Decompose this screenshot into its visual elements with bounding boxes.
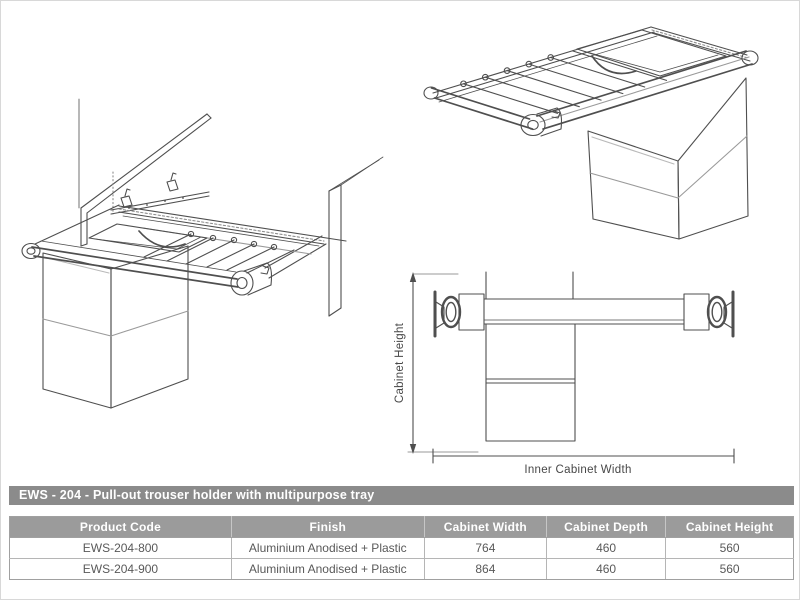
header-row: Product Code Finish Cabinet Width Cabine… — [9, 516, 794, 538]
rack-frame — [423, 26, 759, 137]
trouser-bars — [460, 50, 668, 114]
spec-table: Product Code Finish Cabinet Width Cabine… — [9, 516, 794, 580]
cell-cabinet-width: 864 — [423, 558, 548, 580]
column-header-cabinet-width: Cabinet Width — [423, 516, 548, 538]
cell-product-code: EWS-204-900 — [9, 558, 232, 580]
width-dimension: Inner Cabinet Width — [432, 448, 735, 476]
cell-cabinet-width: 764 — [423, 537, 548, 559]
cell-finish: Aluminium Anodised + Plastic — [230, 558, 425, 580]
product-title-text: EWS - 204 - Pull-out trouser holder with… — [19, 488, 375, 502]
height-dimension: Cabinet Height — [394, 272, 479, 454]
left-bracket — [433, 290, 485, 338]
cell-product-code: EWS-204-800 — [9, 537, 232, 559]
cross-tube — [483, 271, 685, 325]
inner-cabinet-width-label: Inner Cabinet Width — [524, 464, 631, 476]
rack-frame — [21, 204, 347, 296]
table-row: EWS-204-800 Aluminium Anodised + Plastic… — [9, 537, 794, 559]
table-row: EWS-204-900 Aluminium Anodised + Plastic… — [9, 558, 794, 580]
column-header-finish: Finish — [230, 516, 425, 538]
cell-finish: Aluminium Anodised + Plastic — [230, 537, 425, 559]
multipurpose-tray — [88, 223, 208, 253]
hanging-bag — [42, 245, 189, 409]
cell-cabinet-depth: 460 — [546, 558, 667, 580]
front-view-diagram: Cabinet Height — [394, 271, 735, 476]
cabinet-height-label: Cabinet Height — [394, 322, 406, 403]
cabinet-outline — [78, 98, 384, 317]
column-header-cabinet-height: Cabinet Height — [665, 516, 794, 538]
unit-view-drawing — [423, 26, 759, 240]
cell-cabinet-depth: 460 — [546, 537, 667, 559]
product-title-bar: EWS - 204 - Pull-out trouser holder with… — [9, 486, 794, 505]
column-header-product-code: Product Code — [9, 516, 232, 538]
mounting-rail — [110, 172, 210, 215]
right-bracket — [683, 290, 735, 338]
hanging-bag-front — [485, 323, 576, 442]
installed-view-drawing — [21, 98, 384, 409]
column-header-cabinet-depth: Cabinet Depth — [546, 516, 667, 538]
hanging-bag — [587, 77, 749, 240]
multipurpose-tray — [576, 29, 727, 77]
cell-cabinet-height: 560 — [665, 558, 794, 580]
cell-cabinet-height: 560 — [665, 537, 794, 559]
